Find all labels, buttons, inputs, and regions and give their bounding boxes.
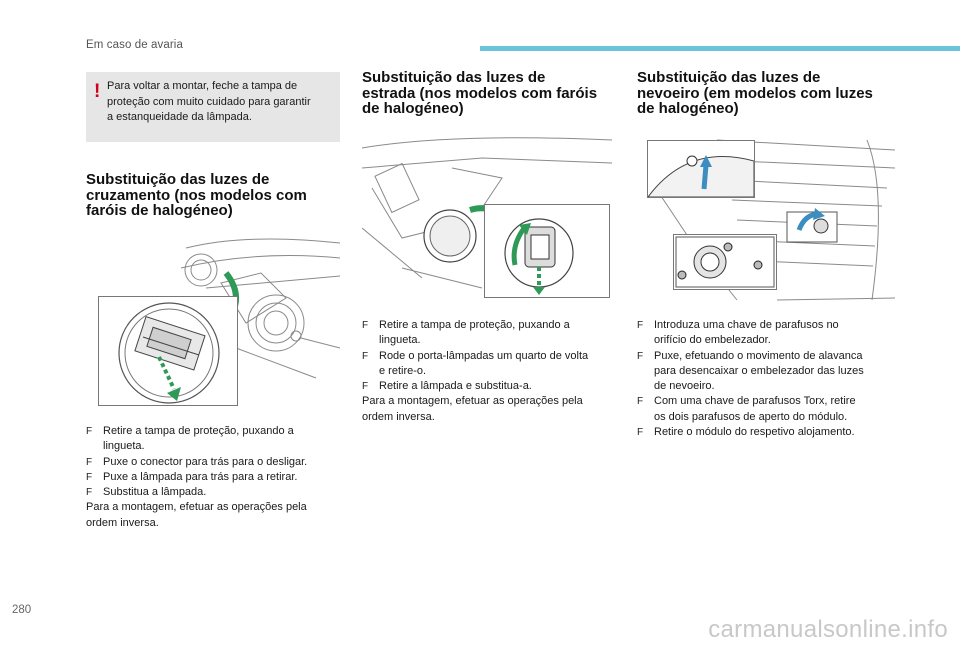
step-item: F Retire a tampa de proteção, puxando a … — [362, 319, 570, 347]
bullet-icon: F — [362, 350, 369, 362]
fog-lamp-illustration — [637, 130, 895, 302]
step-item: F Com uma chave de parafusos Torx, retir… — [637, 395, 856, 423]
bullet-icon: F — [86, 487, 93, 499]
bullet-icon: F — [86, 456, 93, 468]
step-item: F Puxe o conector para trás para o desli… — [86, 455, 340, 470]
watermark: carmanualsonline.info — [708, 616, 948, 643]
bullet-icon: F — [362, 320, 369, 331]
bullet-icon: F — [637, 427, 644, 439]
bullet-icon: F — [86, 471, 93, 483]
high-beam-steps: F Retire a tampa de proteção, puxando a … — [362, 318, 612, 425]
step-item: F Rode o porta-lâmpadas um quarto de vol… — [362, 349, 589, 377]
bullet-icon: F — [362, 381, 369, 393]
trim-inset — [647, 140, 755, 198]
step-item: F Puxe, efetuando o movimento de alavanc… — [637, 349, 864, 393]
step-item: F Retire a tampa de proteção, puxando a … — [86, 425, 294, 453]
step-item: F Substitua a lâmpada. — [86, 485, 340, 500]
warning-text: Para voltar a montar, feche a tampa de p… — [107, 80, 311, 123]
bulb-holder-inset — [484, 204, 610, 298]
reassembly-note: Para a montagem, efetuar as operações pe… — [362, 395, 583, 408]
bullet-icon: F — [637, 396, 644, 408]
connector-inset — [98, 296, 238, 406]
reassembly-note: Para a montagem, efetuar as operações pe… — [86, 501, 307, 514]
fog-lamp-steps: F Introduza uma chave de parafusos no or… — [637, 318, 895, 440]
high-beam-heading: Substituição das luzes de estrada (nos m… — [362, 69, 598, 117]
high-beam-illustration — [362, 128, 612, 300]
low-beam-heading: Substituição das luzes de cruzamento (no… — [86, 171, 307, 219]
step-item: F Puxe a lâmpada para trás para a retira… — [86, 470, 340, 485]
warning-icon: ! — [94, 81, 101, 102]
bullet-icon: F — [637, 350, 644, 362]
page-number: 280 — [12, 604, 32, 616]
low-beam-steps: F Retire a tampa de proteção, puxando a … — [86, 424, 340, 531]
bullet-icon: F — [637, 320, 644, 331]
step-item: F Retire o módulo do respetivo alojament… — [637, 425, 895, 440]
step-item: F Introduza uma chave de parafusos no or… — [637, 319, 839, 347]
step-item: F Retire a lâmpada e substitua-a. — [362, 379, 612, 394]
section-title: Em caso de avaria — [86, 39, 183, 51]
fog-lamp-heading: Substituição das luzes de nevoeiro (em m… — [637, 69, 873, 117]
header-accent-bar — [480, 46, 960, 51]
bullet-icon: F — [86, 426, 93, 437]
module-inset — [673, 234, 777, 290]
warning-box: ! Para voltar a montar, feche a tampa de… — [86, 72, 340, 142]
low-beam-illustration — [86, 228, 340, 406]
